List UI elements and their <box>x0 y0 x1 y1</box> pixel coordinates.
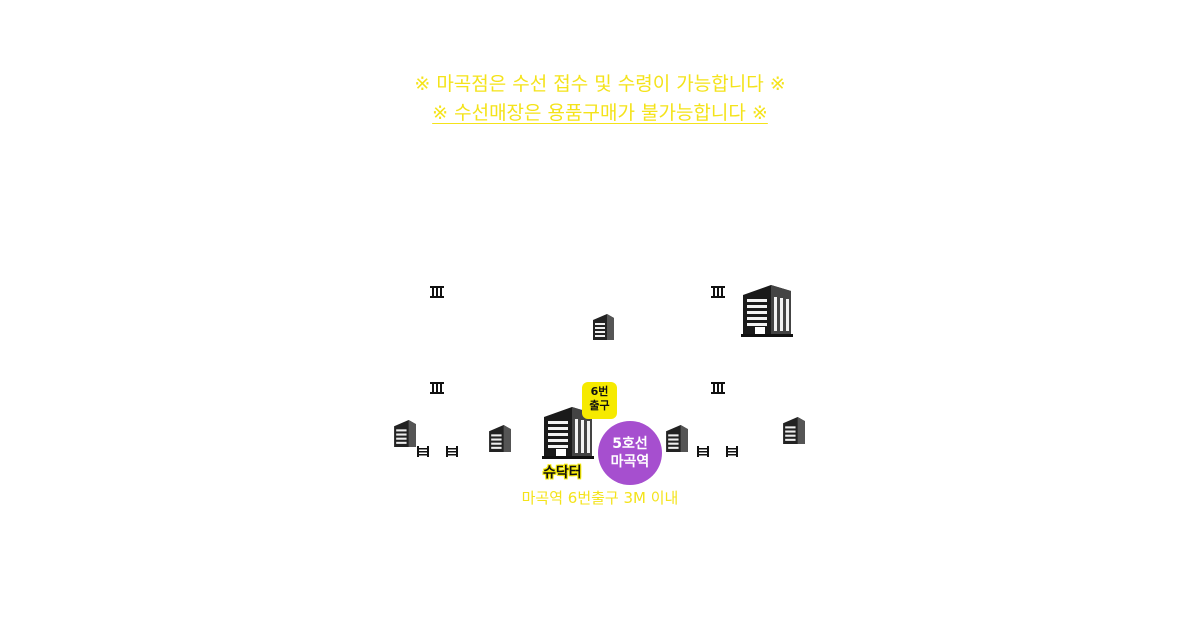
tree-icon <box>711 382 725 394</box>
shoe-doctor-building-icon <box>542 407 594 459</box>
fence-icon <box>446 446 458 457</box>
building-icon <box>489 425 511 452</box>
fence-icon <box>726 446 738 457</box>
tree-icon <box>711 286 725 298</box>
exit-badge-line1: 6번 <box>590 385 609 398</box>
tree-icon <box>430 382 444 394</box>
building-icon <box>666 425 688 452</box>
exit-badge-line2: 출구 <box>589 399 610 412</box>
exit-6-badge: 6번 출구 <box>582 382 617 419</box>
tree-icon <box>430 286 444 298</box>
station-icon: 5호선 마곡역 <box>598 421 662 485</box>
notice-no-purchase: ※ 수선매장은 용품구매가 불가능합니다 ※ <box>0 98 1200 125</box>
large-building-icon <box>741 285 793 337</box>
station-name-label: 마곡역 <box>610 454 650 470</box>
building-icon <box>394 420 416 447</box>
building-icon <box>593 314 614 340</box>
building-icon <box>783 417 805 444</box>
shop-label: 슈닥터 <box>543 465 582 481</box>
notice-no-purchase-text: ※ 수선매장은 용품구매가 불가능합니다 ※ <box>432 102 768 124</box>
station-line-label: 5호선 <box>612 436 648 452</box>
fence-icon <box>417 446 429 457</box>
location-caption: 마곡역 6번출구 3M 이내 <box>521 489 679 507</box>
fence-icon <box>697 446 709 457</box>
notice-repair-available: ※ 마곡점은 수선 접수 및 수령이 가능합니다 ※ <box>414 73 786 95</box>
